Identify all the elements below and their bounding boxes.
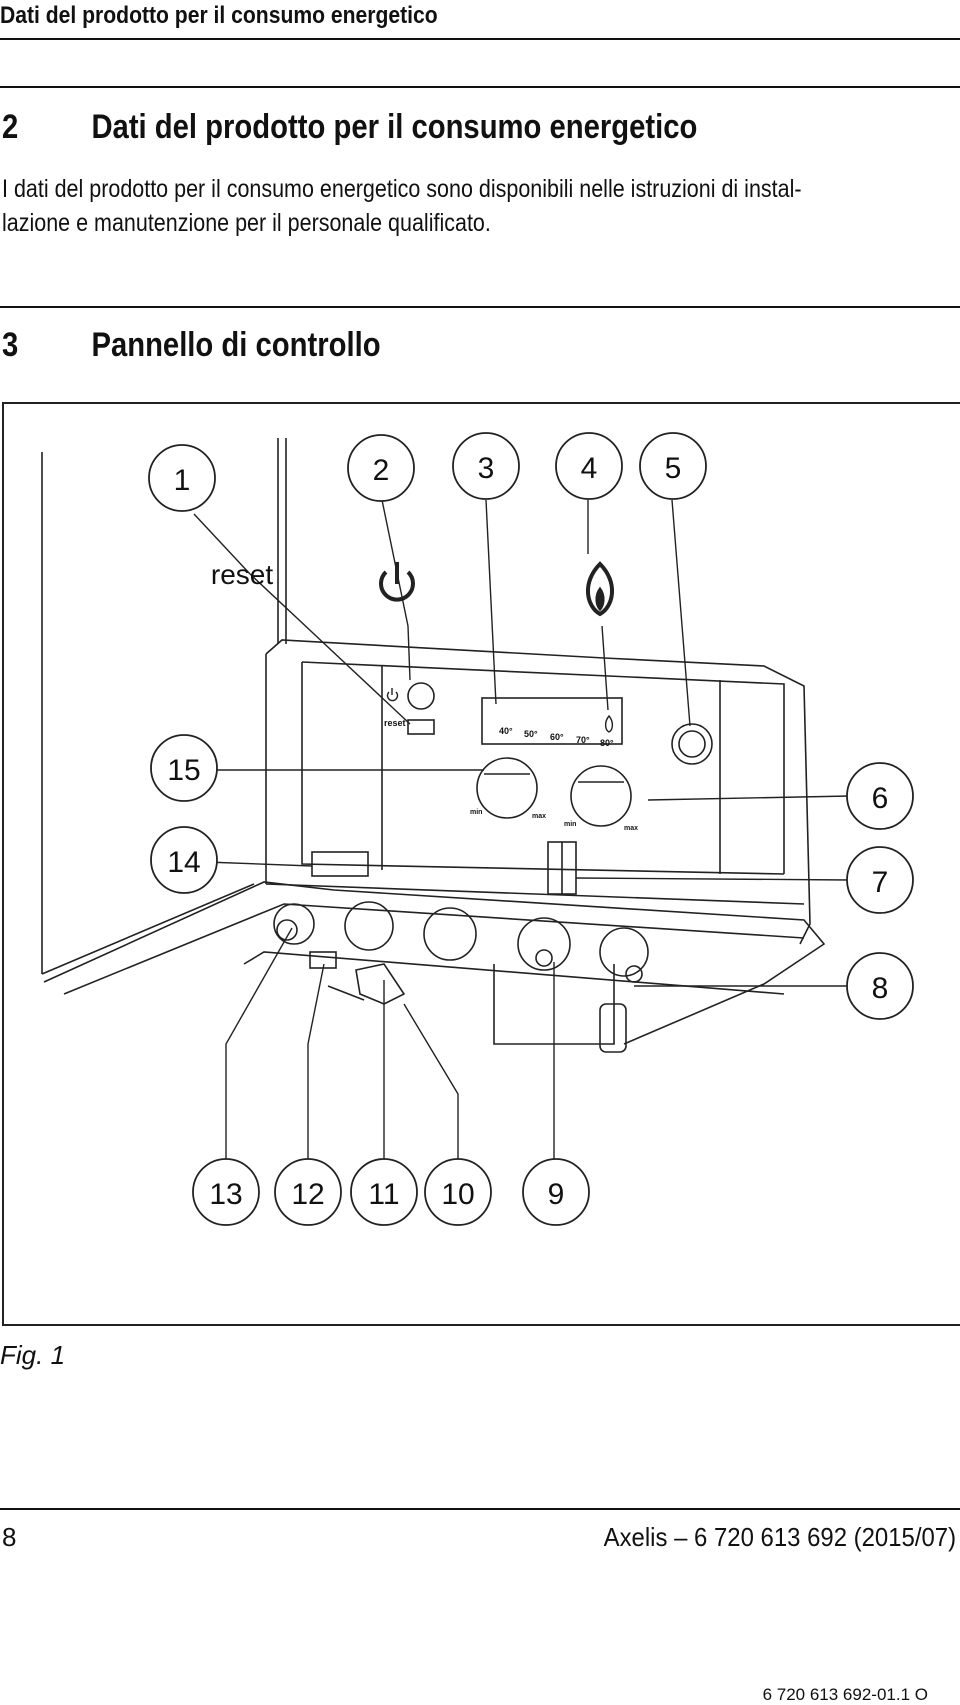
callout-9: 9 (548, 1178, 565, 1211)
callout-2: 2 (373, 454, 390, 487)
temp-50: 50° (524, 729, 538, 739)
temp-80: 80° (600, 738, 614, 748)
callout-5: 5 (665, 452, 682, 485)
callout-10: 10 (441, 1178, 474, 1211)
footer-rule (0, 1508, 960, 1510)
temp-70: 70° (576, 735, 590, 745)
callout-12: 12 (291, 1178, 324, 1211)
heating-knob-min: min (470, 809, 482, 816)
section-2-number: 2 (2, 108, 19, 146)
callout-1: 1 (174, 464, 191, 497)
callout-6: 6 (872, 782, 889, 815)
callout-11: 11 (368, 1178, 399, 1211)
section-2-paragraph: I dati del prodotto per il consumo energ… (2, 172, 948, 240)
running-head: Dati del prodotto per il consumo energet… (0, 2, 438, 29)
figure-frame: 1 2 3 4 5 15 14 6 7 8 13 12 11 10 9 rese… (2, 402, 960, 1704)
temp-40: 40° (499, 726, 513, 736)
section-3-title: Pannello di controllo (91, 326, 381, 364)
water-knob-min: min (564, 821, 576, 828)
paragraph-line-2: lazione e manutenzione per il personale … (2, 209, 491, 237)
water-knob-max: max (624, 825, 638, 832)
heating-knob-max: max (532, 813, 546, 820)
section-3-number: 3 (2, 326, 19, 364)
panel-reset-label: reset (384, 718, 406, 728)
section-2-heading: 2 Dati del prodotto per il consumo energe… (2, 108, 697, 147)
section-2-title: Dati del prodotto per il consumo energet… (91, 108, 698, 146)
boiler-illustration: 1 2 3 4 5 15 14 6 7 8 13 12 11 10 9 rese… (41, 432, 914, 1226)
section-3-heading: 3 Pannello di controllo (2, 326, 381, 365)
temp-60: 60° (550, 732, 564, 742)
document-reference: Axelis – 6 720 613 692 (2015/07) (603, 1522, 956, 1552)
callout-15: 15 (167, 754, 200, 787)
figure-caption: Fig. 1 (0, 1340, 66, 1370)
callout-4: 4 (581, 452, 598, 485)
header-rule (0, 38, 960, 40)
figure-code: 6 720 613 692-01.1 O (762, 1685, 928, 1704)
section-rule (0, 306, 960, 308)
callout-7: 7 (872, 866, 889, 899)
paragraph-line-1: I dati del prodotto per il consumo energ… (2, 175, 802, 203)
callout-3: 3 (478, 452, 495, 485)
page-number: 8 (2, 1522, 17, 1552)
callout-14: 14 (167, 846, 200, 879)
section-rule (0, 86, 960, 88)
callout-13: 13 (209, 1178, 242, 1211)
reset-label: reset (211, 559, 273, 590)
callout-8: 8 (872, 972, 889, 1005)
